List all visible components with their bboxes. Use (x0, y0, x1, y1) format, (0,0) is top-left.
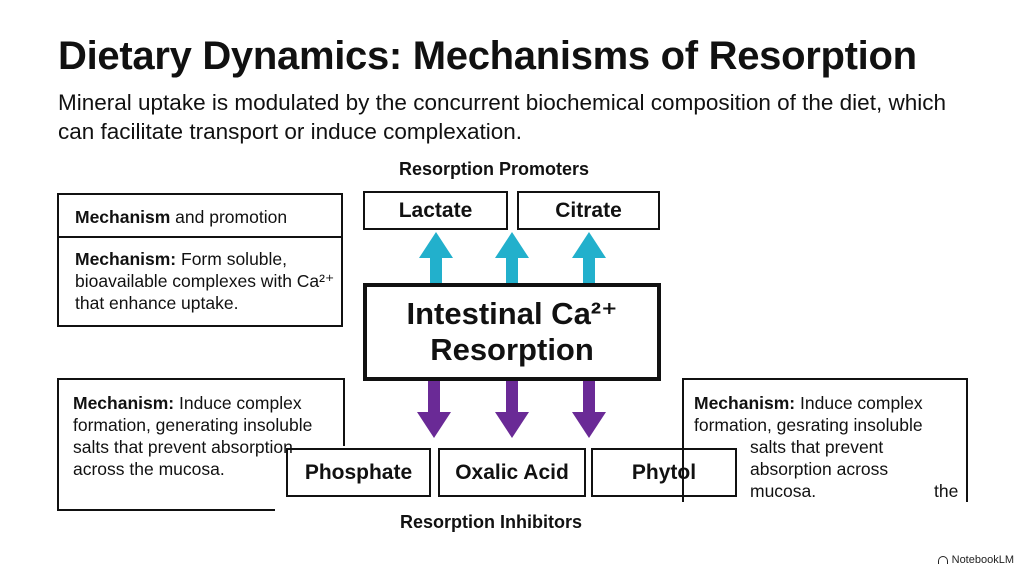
inhibitor-arrow-3 (572, 381, 606, 438)
left-inhibitor-body-bold: Mechanism: (73, 393, 175, 413)
left-panel-body-rest: Form soluble, bioavailable complexes wit… (75, 249, 335, 313)
left-inhibitor-panel-right-edge (343, 378, 345, 446)
left-panel-header-bold: Mechanism (75, 207, 171, 227)
inhibitor-box-phytol: Phytol (591, 448, 737, 497)
right-panel-line-1-bold: Mechanism: (694, 393, 796, 413)
promoter-arrow-1 (419, 232, 453, 283)
promoter-box-lactate: Lactate (363, 191, 508, 230)
right-panel-line-3: salts that prevent (750, 437, 884, 457)
inhibitor-box-oxalic-acid: Oxalic Acid (438, 448, 586, 497)
right-panel-line-1-rest: Induce complex (795, 393, 923, 413)
right-panel-line-5a: mucosa. (750, 481, 817, 501)
right-inhibitor-panel: Mechanism: Induce complex formation, ges… (682, 378, 968, 502)
brand-label: NotebookLM (951, 554, 1014, 566)
notebooklm-logo-icon (937, 556, 948, 564)
left-inhibitor-body-rest: Induce complex formation, generating ins… (73, 393, 313, 479)
inhibitor-phosphate-label: Phosphate (304, 460, 413, 484)
promoters-label: Resorption Promoters (399, 159, 590, 179)
center-line-1: Intestinal Ca²⁺ (406, 296, 618, 331)
inhibitor-box-phosphate: Phosphate (286, 448, 431, 497)
left-panel-body-bold: Mechanism: (75, 249, 177, 269)
center-line-2: Resorption (430, 332, 594, 367)
left-promoter-panel: Mechanism and promotion Mechanism: Form … (57, 193, 343, 327)
left-panel-header: Mechanism and promotion (75, 207, 287, 228)
left-panel-body: Mechanism: Form soluble, bioavailable co… (75, 248, 335, 314)
left-panel-divider (59, 236, 341, 238)
page-subtitle: Mineral uptake is modulated by the concu… (58, 90, 946, 144)
left-inhibitor-panel-body: Mechanism: Induce complex formation, gen… (73, 392, 335, 480)
inhibitor-oxalic-acid-label: Oxalic Acid (455, 460, 569, 484)
inhibitors-label: Resorption Inhibitors (400, 512, 582, 532)
center-resorption-box: Intestinal Ca²⁺ Resorption (363, 283, 661, 381)
inhibitor-phytol-label: Phytol (631, 460, 697, 484)
inhibitor-arrow-1 (417, 381, 451, 438)
promoter-lactate-label: Lactate (398, 198, 473, 222)
promoter-citrate-label: Citrate (555, 198, 622, 222)
left-inhibitor-panel-bottom-edge (57, 509, 275, 511)
right-panel-line-5b: the (934, 481, 959, 501)
right-panel-line-2: formation, gesrating insoluble (694, 415, 923, 435)
brand-watermark: NotebookLM (937, 554, 1014, 566)
left-inhibitor-panel: Mechanism: Induce complex formation, gen… (57, 378, 345, 511)
right-panel-line-4: absorption across (750, 459, 889, 479)
page-title: Dietary Dynamics: Mechanisms of Resorpti… (58, 34, 917, 78)
promoter-box-citrate: Citrate (517, 191, 660, 230)
inhibitor-arrow-2 (495, 381, 529, 438)
promoter-arrow-3 (572, 232, 606, 283)
promoter-arrow-2 (495, 232, 529, 283)
left-panel-header-rest: and promotion (170, 207, 288, 227)
right-panel-line-1: Mechanism: Induce complex (694, 392, 923, 414)
